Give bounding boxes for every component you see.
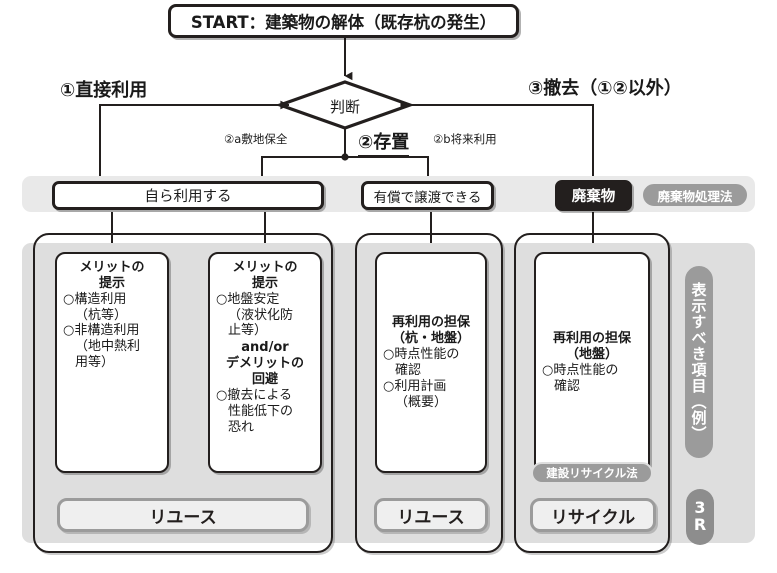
waste-law-pill: 廃棄物処理法 xyxy=(641,182,749,208)
detail-box-reuse-guarantee-pile-ground: 再利用の担保 （杭・地盤） ○時点性能の 確認 ○利用計画 （概要） xyxy=(375,252,487,473)
branch-label-site-preservation: ②a敷地保全 xyxy=(224,132,288,146)
detail3-item-0: ○時点性能の xyxy=(383,347,460,363)
branch-label-direct-use: ①直接利用 xyxy=(60,80,148,101)
detail3-item-1: 確認 xyxy=(395,363,422,378)
detail2-item-a2: 止等） xyxy=(228,323,268,339)
detail2-item-a1: （液状化防 xyxy=(228,307,294,323)
display-items-vertical-label: 表示すべき項目（例） xyxy=(683,264,715,460)
detail1-item-2: ○非構造利用 xyxy=(63,323,140,339)
detail1-item-0: ○構造利用 xyxy=(63,291,127,307)
branch-label-removal: ③撤去（①②以外） xyxy=(528,78,682,99)
group-container-direct-use xyxy=(33,233,333,553)
option-box-self-use: 自ら利用する xyxy=(52,181,324,210)
detail2-heading-line2: 提示 xyxy=(251,275,278,291)
detail1-item-1: （杭等） xyxy=(75,307,128,323)
detail3-heading-line1: 再利用の担保 xyxy=(391,315,470,331)
detail2-heading-line1: メリットの xyxy=(232,260,298,275)
detail2-item-b2: 恐れ xyxy=(228,419,255,435)
three-r-badge: 3 R xyxy=(686,489,714,545)
detail4-heading-line1: 再利用の担保 xyxy=(552,331,631,347)
branch-label-future-use: ②b将来利用 xyxy=(433,132,497,146)
detail2-heading2-line2: 回避 xyxy=(251,372,278,388)
detail-box-reuse-guarantee-ground: 再利用の担保 （地盤） ○時点性能の 確認 xyxy=(534,252,650,473)
detail2-item-b1: 性能低下の xyxy=(228,403,294,419)
detail1-heading-line1: メリットの xyxy=(79,260,145,275)
result-box-reuse-left: リユース xyxy=(57,498,309,532)
detail3-item-3: （概要） xyxy=(395,394,448,410)
branch-label-retention: ②存置 xyxy=(358,128,410,157)
detail-box-merit-presentation-1: メリットの 提示 ○構造利用 （杭等） ○非構造利用 （地中熱利 用等） xyxy=(55,252,169,473)
three-r-number: 3 xyxy=(694,498,706,518)
detail2-conjunction: and/or xyxy=(241,340,289,356)
result-box-recycle: リサイクル xyxy=(530,498,656,532)
detail2-item-b0: ○撤去による xyxy=(216,387,292,403)
option-box-paid-transfer: 有償で譲渡できる xyxy=(361,181,494,210)
result-box-reuse-middle: リユース xyxy=(374,498,488,532)
detail1-heading-line2: 提示 xyxy=(98,275,125,291)
detail-box-merit-presentation-2: メリットの 提示 ○地盤安定 （液状化防 止等） and/or デメリットの 回… xyxy=(208,252,322,473)
detail3-heading-line2: （杭・地盤） xyxy=(391,331,470,347)
detail2-item-a0: ○地盤安定 xyxy=(216,291,280,307)
detail2-heading2-line1: デメリットの xyxy=(225,356,304,372)
detail1-item-4: 用等） xyxy=(75,355,115,371)
construction-recycle-law-pill: 建設リサイクル法 xyxy=(531,462,653,484)
group-container-paid-transfer xyxy=(355,233,503,553)
detail3-item-2: ○利用計画 xyxy=(383,378,447,394)
option-box-waste: 廃棄物 xyxy=(555,180,632,211)
detail1-item-3: （地中熱利 xyxy=(75,339,141,355)
detail4-item-1: 確認 xyxy=(554,378,581,394)
decision-diamond-label: 判断 xyxy=(329,97,360,116)
detail4-item-0: ○時点性能の xyxy=(542,363,619,378)
three-r-letter: R xyxy=(693,515,707,534)
detail4-heading-line2: （地盤） xyxy=(565,347,618,363)
start-box: START：建築物の解体（既存杭の発生） xyxy=(168,4,519,38)
